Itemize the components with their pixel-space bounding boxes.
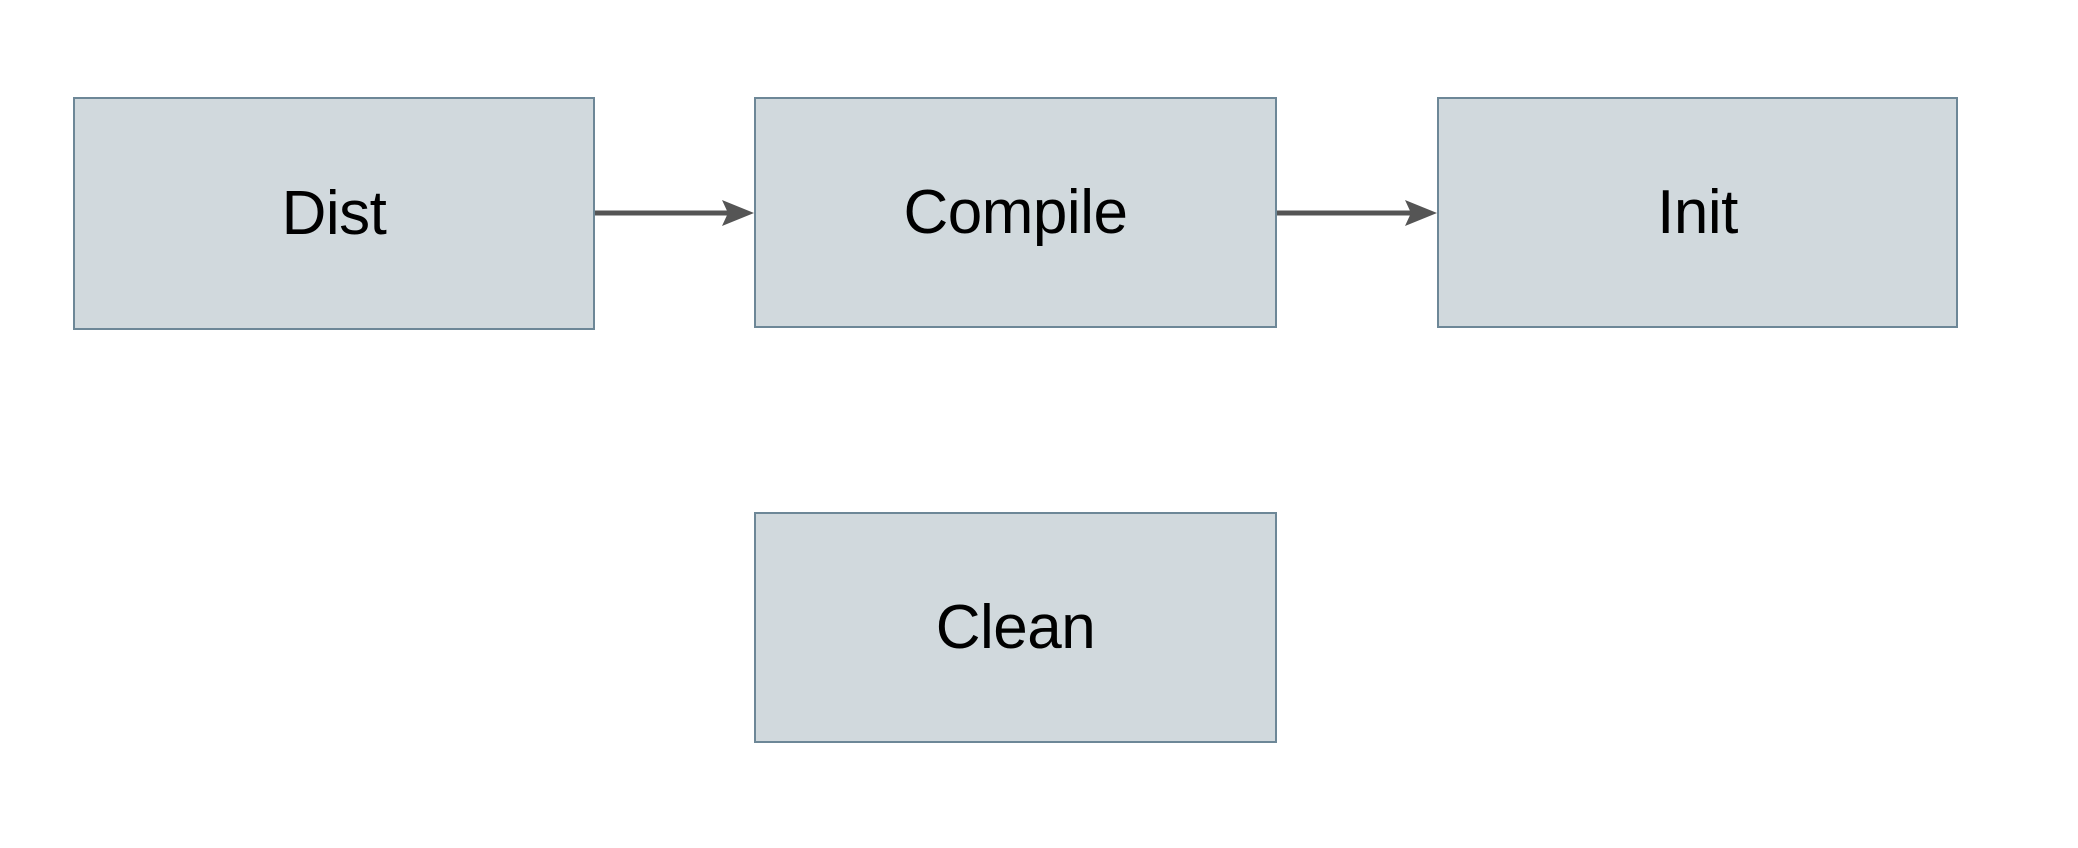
edge-compile-to-init <box>1277 200 1437 226</box>
node-clean-label: Clean <box>935 592 1096 662</box>
edge-dist-to-compile <box>595 200 754 226</box>
node-clean[interactable]: Clean <box>754 512 1277 743</box>
node-dist-label: Dist <box>281 178 387 248</box>
node-init-label: Init <box>1657 177 1738 247</box>
node-compile[interactable]: Compile <box>754 97 1277 328</box>
edge-dist-to-compile-arrowhead <box>722 200 754 226</box>
node-init[interactable]: Init <box>1437 97 1958 328</box>
edge-compile-to-init-arrowhead <box>1405 200 1437 226</box>
node-dist[interactable]: Dist <box>73 97 595 330</box>
node-compile-label: Compile <box>903 177 1128 247</box>
